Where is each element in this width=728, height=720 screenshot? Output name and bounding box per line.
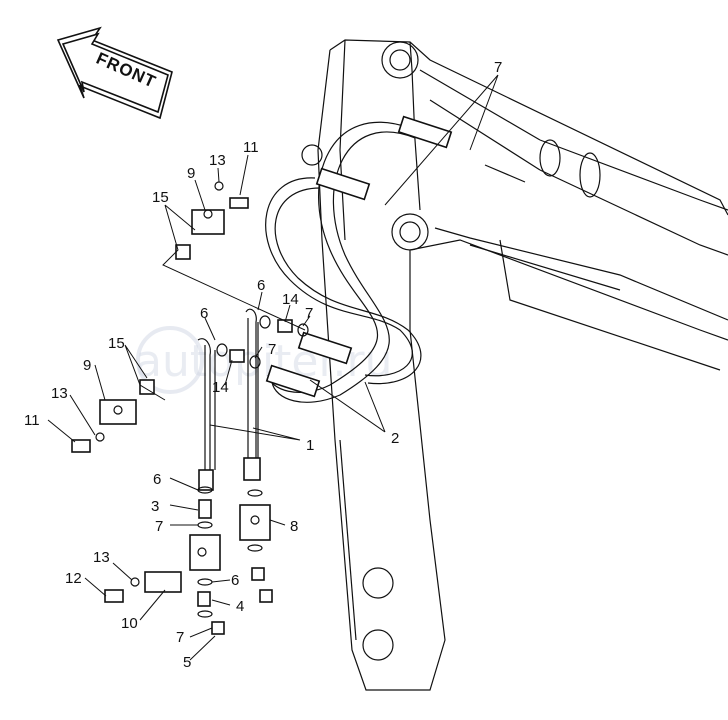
boom-outline	[301, 39, 728, 691]
part-label-6: 6	[231, 572, 239, 589]
main-hoses	[265, 115, 453, 403]
part-label-6: 6	[257, 277, 265, 294]
part-label-13: 13	[51, 385, 68, 402]
fittings	[71, 181, 309, 635]
part-label-14: 14	[282, 291, 299, 308]
part-label-2: 2	[391, 430, 399, 447]
part-label-7: 7	[494, 59, 502, 76]
steel-pipes	[197, 308, 261, 491]
part-label-7: 7	[176, 629, 184, 646]
front-arrow: FRONT	[56, 26, 173, 120]
part-label-7: 7	[305, 305, 313, 322]
part-label-4: 4	[236, 598, 244, 615]
part-labels: 7 13 11 9 15 6 14 7 6 7 15 9 14 13 11 1 …	[24, 59, 502, 671]
watermark-text: autopiter.ru	[135, 336, 393, 387]
part-label-11: 11	[243, 139, 259, 156]
part-label-9: 9	[187, 165, 195, 182]
part-label-15: 15	[108, 335, 125, 352]
part-label-14: 14	[212, 379, 229, 396]
part-label-7: 7	[155, 518, 163, 535]
part-label-9: 9	[83, 357, 91, 374]
part-label-7: 7	[268, 341, 276, 358]
part-label-13: 13	[209, 152, 226, 169]
watermark: autopiter.ru	[135, 326, 393, 394]
part-label-3: 3	[151, 498, 159, 515]
leader-lines	[47, 74, 499, 661]
part-label-8: 8	[290, 518, 298, 535]
part-label-10: 10	[121, 615, 138, 632]
part-label-6: 6	[200, 305, 208, 322]
part-label-12: 12	[65, 570, 82, 587]
part-label-1: 1	[306, 437, 314, 454]
part-label-6: 6	[153, 471, 161, 488]
part-label-11: 11	[24, 412, 40, 429]
part-label-15: 15	[152, 189, 169, 206]
part-label-13: 13	[93, 549, 110, 566]
part-label-5: 5	[183, 654, 191, 671]
